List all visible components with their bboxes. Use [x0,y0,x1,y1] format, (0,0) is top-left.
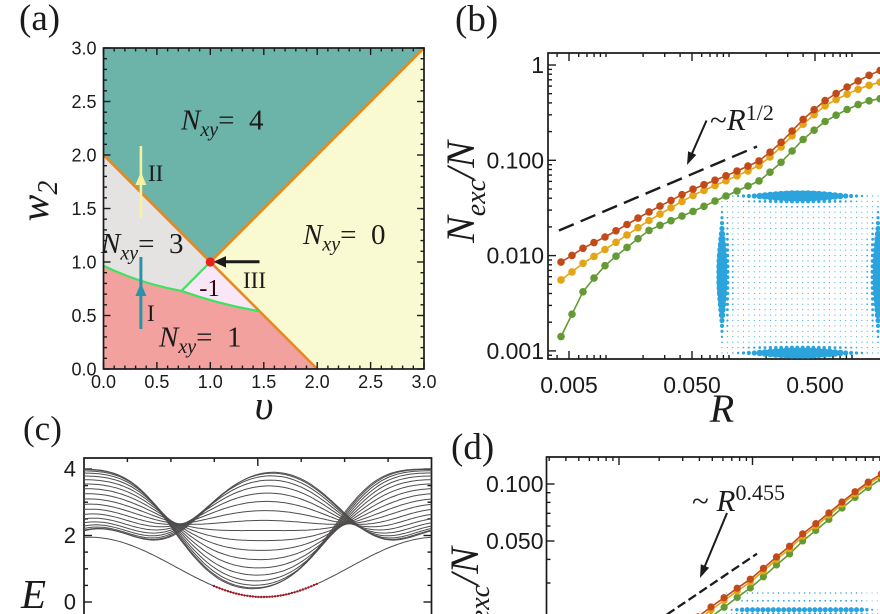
svg-text:II: II [148,161,163,186]
svg-text:1: 1 [531,52,544,78]
svg-text:0.500: 0.500 [786,372,844,398]
svg-text:0.5: 0.5 [144,372,169,392]
svg-text:~R1/2: ~R1/2 [710,100,774,137]
svg-text:υ: υ [255,382,274,428]
svg-text:(a): (a) [19,0,60,39]
svg-text:0.5: 0.5 [71,306,96,326]
svg-text:0.050: 0.050 [486,528,544,554]
svg-text:2: 2 [64,523,76,548]
svg-text:Nexc/N: Nexc/N [442,545,496,614]
svg-text:0.010: 0.010 [486,243,544,269]
svg-text:Nexc/N: Nexc/N [438,139,492,244]
svg-text:0: 0 [64,590,76,614]
svg-text:Nxy= 1: Nxy= 1 [158,322,241,359]
svg-text:0.0: 0.0 [71,360,96,380]
svg-text:-1: -1 [199,275,219,302]
svg-text:2.0: 2.0 [71,146,96,166]
svg-text:0.001: 0.001 [486,338,544,364]
svg-text:(c): (c) [23,409,62,448]
svg-text:4: 4 [64,457,76,482]
svg-text:w2: w2 [12,181,64,222]
svg-text:R: R [709,386,734,431]
svg-text:0.005: 0.005 [540,372,598,398]
svg-text:Nxy= 0: Nxy= 0 [302,219,385,256]
svg-text:(d): (d) [451,427,494,468]
svg-text:1.5: 1.5 [71,199,96,219]
svg-text:Nxy= 3: Nxy= 3 [100,228,183,265]
svg-text:0.0: 0.0 [91,372,116,392]
svg-text:0.100: 0.100 [486,147,544,173]
svg-text:1.0: 1.0 [71,253,96,273]
svg-text:(b): (b) [455,0,498,40]
svg-text:E: E [20,571,46,614]
svg-text:~ R0.455: ~ R0.455 [692,480,785,518]
svg-text:1.5: 1.5 [251,372,276,392]
svg-text:2.5: 2.5 [358,372,383,392]
svg-text:3.0: 3.0 [71,39,96,59]
svg-text:0.100: 0.100 [486,471,544,497]
svg-text:III: III [243,268,266,293]
svg-text:Nxy= 4: Nxy= 4 [180,105,264,142]
svg-text:3.0: 3.0 [411,372,436,392]
svg-text:2.5: 2.5 [71,92,96,112]
svg-text:1.0: 1.0 [198,372,223,392]
svg-text:I: I [147,301,155,326]
svg-text:2.0: 2.0 [305,372,330,392]
svg-text:0.050: 0.050 [663,372,721,398]
